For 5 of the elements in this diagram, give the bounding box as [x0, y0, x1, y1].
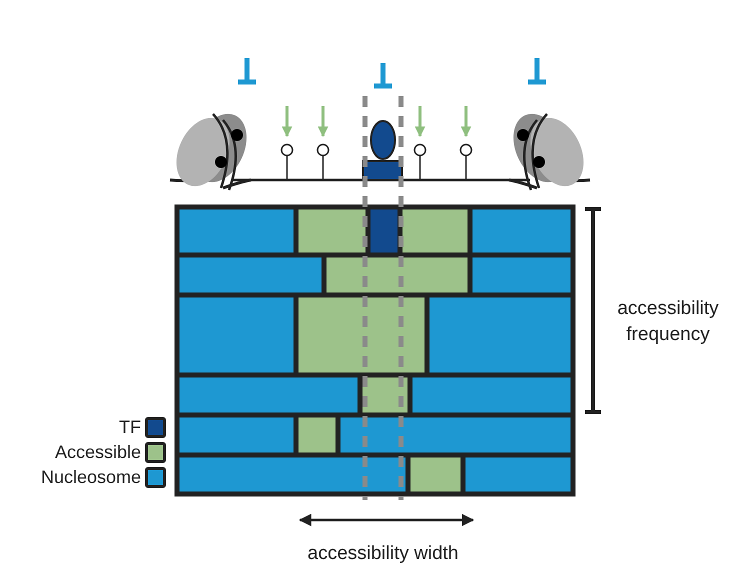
- legend-label: TF: [119, 416, 141, 438]
- axis-label: accessibility frequency: [616, 297, 720, 347]
- legend-label: Accessible: [54, 441, 141, 463]
- legend-label: Nucleosome: [40, 466, 141, 488]
- axis-label: accessibility width: [306, 542, 460, 566]
